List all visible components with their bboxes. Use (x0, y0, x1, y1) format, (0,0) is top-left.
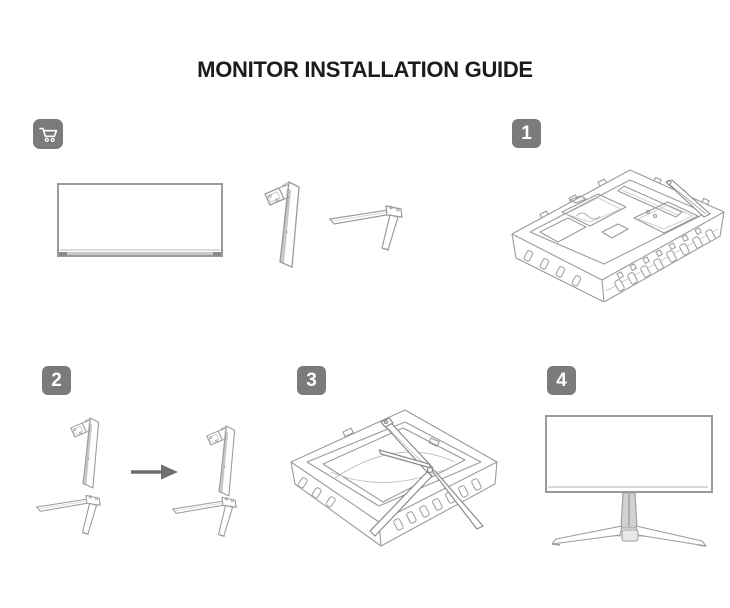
step-1-number: 1 (521, 123, 532, 144)
stand-attached-to-monitor (369, 417, 484, 537)
page-title: MONITOR INSTALLATION GUIDE (197, 57, 533, 82)
cart-glyph (39, 127, 58, 143)
right-arrow-icon (131, 464, 178, 480)
stand-parts-assembled (172, 425, 237, 537)
monitor-panel-illustration (57, 183, 223, 257)
step-1-foam-box-illustration (511, 169, 725, 302)
step-2-assembly-illustration (36, 417, 237, 537)
step-4-assembled-monitor-illustration (545, 415, 713, 547)
step-3-number: 3 (306, 370, 317, 391)
foam-slots (523, 227, 716, 292)
tray-slots (297, 477, 482, 531)
monitor-screen (545, 415, 713, 493)
stand-base-illustration (329, 205, 403, 251)
monitor-stand (551, 492, 707, 547)
step-3-badge: 3 (297, 366, 326, 395)
step-4-number: 4 (556, 370, 567, 391)
step-2-number: 2 (51, 370, 62, 391)
step-1-badge: 1 (512, 119, 541, 148)
step-4-badge: 4 (547, 366, 576, 395)
stand-parts-separate (36, 417, 101, 535)
packed-stand-neck (665, 179, 711, 218)
step-2-badge: 2 (42, 366, 71, 395)
step-3-mount-stand-illustration (290, 409, 498, 547)
stand-neck-illustration (264, 181, 300, 268)
shopping-cart-icon (33, 119, 63, 149)
